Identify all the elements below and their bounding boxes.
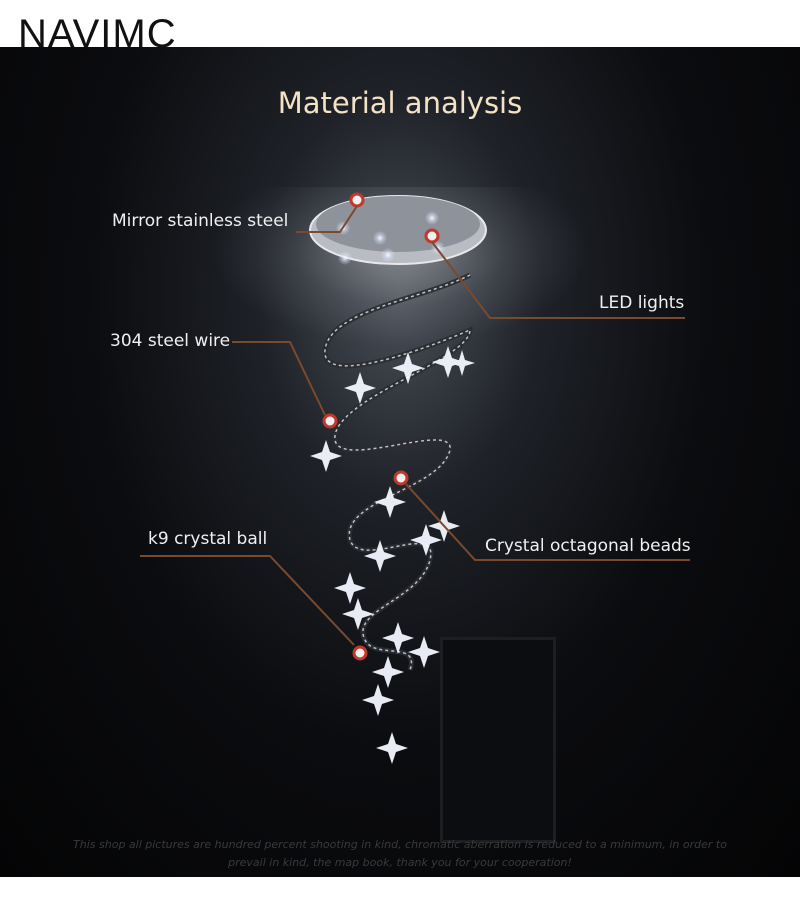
star-crystal xyxy=(376,732,408,764)
star-crystal xyxy=(408,636,440,668)
star-crystals xyxy=(310,346,475,764)
label-led-lights: LED lights xyxy=(599,293,685,313)
disclaimer-line-2: prevail in kind, the map book, thank you… xyxy=(228,856,572,869)
led-spot xyxy=(373,231,387,245)
label-crystal-octagonal-beads: Crystal octagonal beads xyxy=(485,536,691,556)
star-crystal xyxy=(449,350,475,376)
star-crystal xyxy=(334,572,366,604)
label-304-steel-wire: 304 steel wire xyxy=(110,331,231,351)
marker-led xyxy=(424,228,440,244)
led-spot xyxy=(425,211,439,225)
marker-beads xyxy=(393,470,409,486)
star-crystal xyxy=(432,346,464,378)
star-crystal xyxy=(310,440,342,472)
disclaimer-text: This shop all pictures are hundred perce… xyxy=(0,836,800,872)
led-spot xyxy=(381,248,395,262)
product-image-panel xyxy=(0,47,800,877)
star-crystal xyxy=(364,540,396,572)
star-crystal xyxy=(374,486,406,518)
star-crystal xyxy=(382,622,414,654)
star-crystal xyxy=(392,352,424,384)
star-crystal xyxy=(372,656,404,688)
star-crystal xyxy=(362,684,394,716)
page-title: Material analysis xyxy=(277,86,523,120)
label-mirror-stainless-steel: Mirror stainless steel xyxy=(112,211,289,231)
marker-ball xyxy=(352,645,368,661)
marker-mirror xyxy=(349,192,365,208)
disclaimer-line-1: This shop all pictures are hundred perce… xyxy=(73,838,727,851)
marker-wire xyxy=(322,413,338,429)
star-crystal xyxy=(342,598,374,630)
leader-lines xyxy=(140,205,690,646)
label-k9-crystal-ball: k9 crystal ball xyxy=(148,529,268,549)
background-door xyxy=(440,637,556,843)
star-crystal xyxy=(410,524,442,556)
brand-logo-text: NAVIMC xyxy=(18,12,177,56)
star-crystal xyxy=(344,372,376,404)
